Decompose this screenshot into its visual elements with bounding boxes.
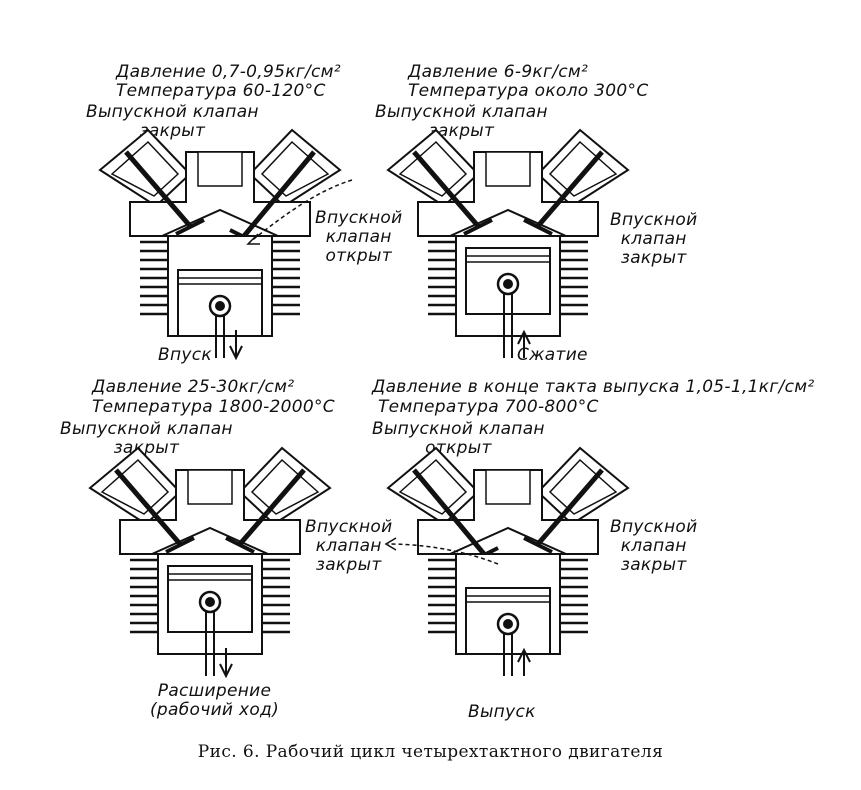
exhaust-valve-head [175, 218, 205, 236]
intake-valve-stem [238, 468, 306, 546]
exhaust-valve-stem [412, 468, 486, 556]
exhaust-valve-label-compression: Выпускной клапан закрыт [375, 102, 548, 141]
intake-valve-stem [536, 468, 604, 546]
exhaust-valve-stem [124, 150, 192, 228]
intake-valve-head [523, 218, 553, 236]
pressure-label-exhaust: Давление в конце такта выпуска 1,05-1,1к… [372, 377, 815, 397]
stroke-label-intake: Впуск [158, 345, 212, 365]
right-rocker-inner [250, 458, 320, 515]
piston-pin-center [503, 279, 513, 289]
piston-pin-center [215, 301, 225, 311]
combustion-chamber [151, 526, 269, 555]
intake-flow-arrow [249, 179, 353, 243]
temperature-label-exhaust: Температура 700-800°С [378, 397, 599, 417]
figure-caption: Рис. 6. Рабочий цикл четырехтактного дви… [197, 742, 664, 762]
temperature-label-compression: Температура около 300°С [408, 81, 649, 101]
exhaust-valve-head [165, 536, 195, 554]
right-rocker-inner [260, 140, 330, 197]
pressure-label-compression: Давление 6-9кг/см² [408, 62, 589, 82]
exhaust-valve-label-intake: Выпускной клапан закрыт [86, 102, 259, 141]
intake-valve-label-exhaust: Впускной клапан закрыт [610, 517, 698, 575]
exhaust-valve-stem [114, 468, 182, 546]
stroke-label-exhaust: Выпуск [468, 702, 536, 722]
head-boss [485, 151, 531, 187]
piston-direction-arrow [229, 330, 243, 361]
stroke-label-power: Расширение (рабочий ход) [150, 681, 280, 720]
left-rocker-inner [110, 140, 180, 197]
piston-direction-arrow [219, 648, 233, 679]
stroke-label-compression: Сжатие [517, 345, 588, 365]
pressure-label-power: Давление 25-30кг/см² [92, 377, 295, 397]
head-boss [485, 469, 531, 505]
intake-flow-arrowhead [246, 233, 260, 245]
intake-valve-label-power: Впускной клапан закрыт [305, 517, 393, 575]
intake-valve-label-intake: Впускной клапан открыт [315, 208, 403, 266]
engine-diagram-exhaust [384, 446, 630, 676]
left-rocker-inner [100, 458, 170, 515]
exhaust-valve-head [463, 218, 493, 236]
engine-diagram-compression [386, 128, 630, 358]
piston-pin-center [503, 619, 513, 629]
intake-valve-label-compression: Впускной клапан закрыт [610, 210, 698, 268]
combustion-chamber [449, 208, 567, 237]
piston-direction-arrow [517, 329, 531, 358]
intake-valve-head [225, 536, 255, 554]
intake-valve-head [523, 536, 553, 554]
exhaust-flow-arrowhead [384, 537, 397, 551]
combustion-chamber [449, 526, 567, 555]
exhaust-valve-stem [412, 150, 480, 228]
pressure-label-intake: Давление 0,7-0,95кг/см² [116, 62, 341, 82]
exhaust-flow-arrow [387, 543, 499, 565]
engine-diagram-power [88, 446, 332, 679]
left-rocker-inner [398, 458, 468, 515]
combustion-chamber [161, 208, 279, 237]
temperature-label-power: Температура 1800-2000°С [92, 397, 335, 417]
head-boss [187, 469, 233, 505]
piston-pin-center [205, 597, 215, 607]
right-rocker-inner [548, 458, 618, 515]
intake-valve-stem [536, 150, 604, 228]
temperature-label-intake: Температура 60-120°С [116, 81, 326, 101]
left-rocker-inner [398, 140, 468, 197]
head-boss [197, 151, 243, 187]
exhaust-valve-label-power: Выпускной клапан закрыт [60, 419, 233, 458]
right-rocker-inner [548, 140, 618, 197]
piston-direction-arrow [517, 647, 531, 676]
engine-diagram-intake [98, 128, 353, 361]
intake-valve-stem [242, 150, 316, 238]
